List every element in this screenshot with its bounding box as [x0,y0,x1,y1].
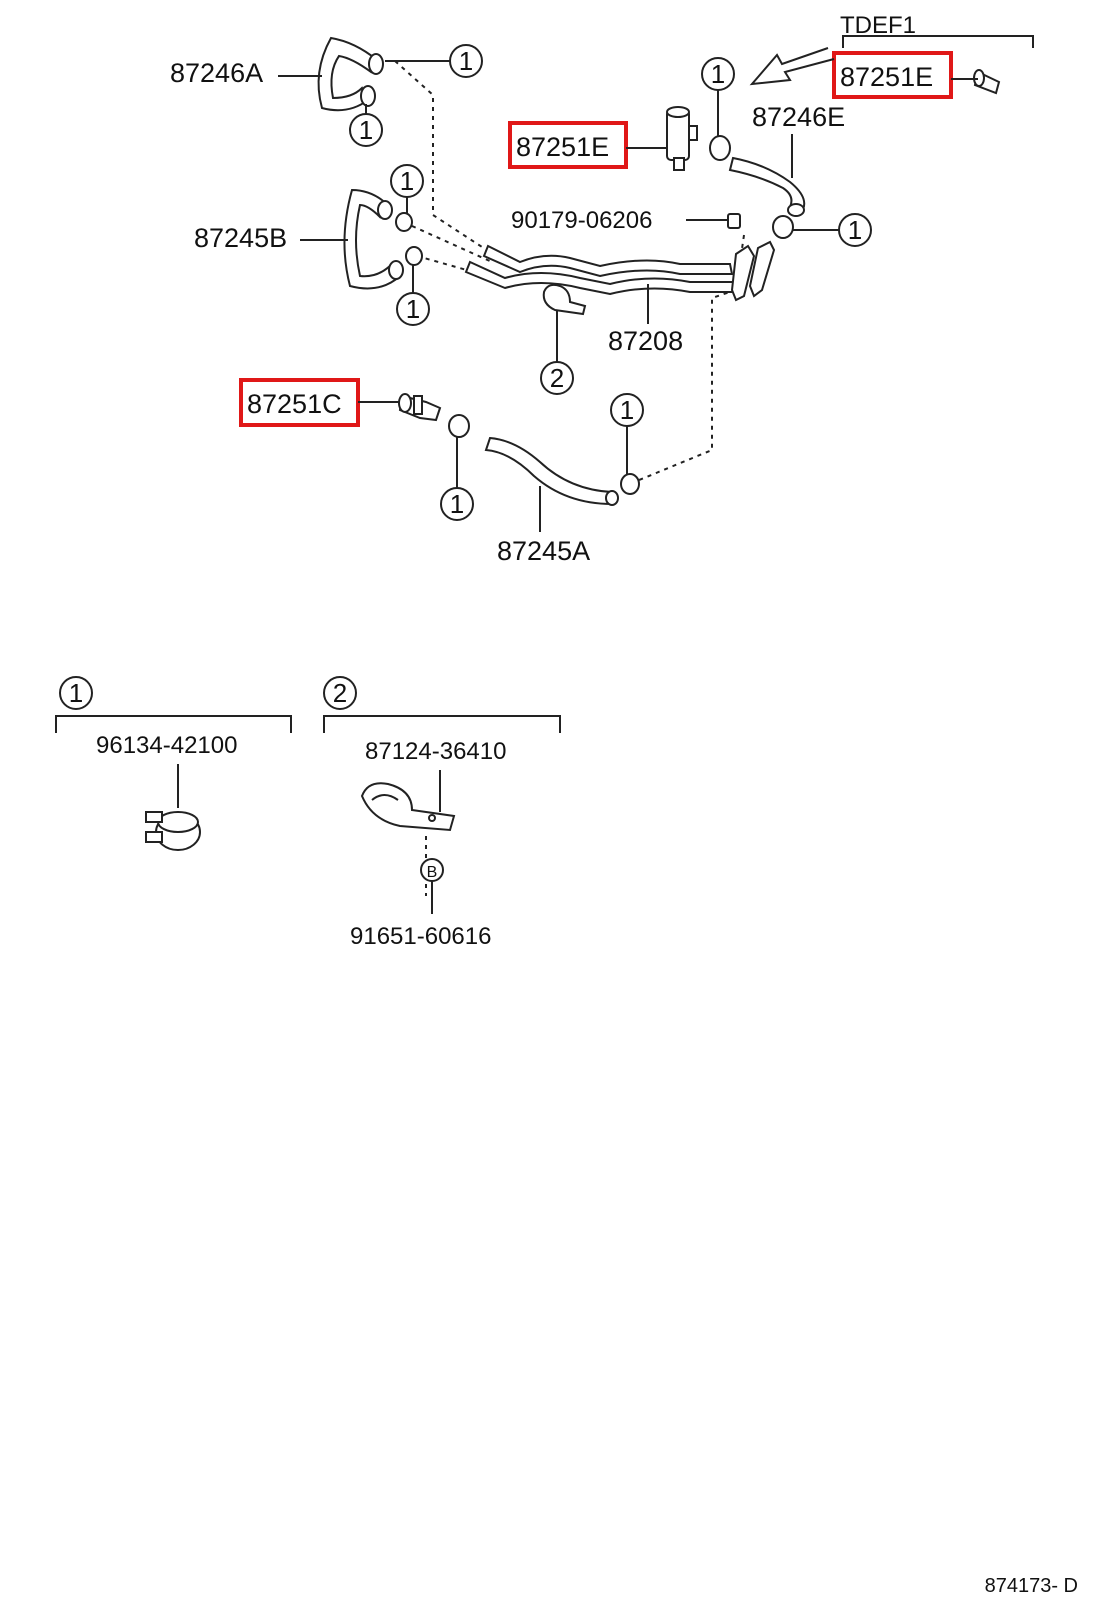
svg-text:2: 2 [333,678,347,708]
legend-clip: 1 96134-42100 [55,676,292,851]
svg-text:1: 1 [459,46,473,76]
callout-1: 1 [396,265,430,326]
legend-clamp-part: 87124-36410 [365,738,506,765]
svg-text:87245A: 87245A [497,536,590,566]
routing-lines [394,60,745,896]
label-87245B: 87245B [194,223,348,253]
group-label: TDEF1 [840,12,916,39]
svg-text:1: 1 [400,166,414,196]
label-87245A: 87245A [497,486,590,566]
clamp-87124-36410[interactable] [360,782,456,832]
svg-text:1: 1 [359,115,373,145]
label-87251E-mid[interactable]: 87251E [508,121,667,169]
svg-text:1: 1 [450,489,464,519]
callout-1: 1 [390,164,424,213]
pipe-clamp[interactable] [542,283,587,316]
callout-1: 1 [793,213,872,247]
label-87251C[interactable]: 87251C [239,378,400,427]
svg-text:1: 1 [406,294,420,324]
callout-1: 1 [701,57,735,136]
hose-clip[interactable] [395,212,423,266]
legend-clamp: 2 87124-36410 B 91651-60616 [323,676,561,950]
svg-text:87251C: 87251C [247,389,342,419]
clip-96134-42100[interactable] [145,811,201,851]
valve-87251C[interactable] [398,393,442,422]
svg-text:90179-06206: 90179-06206 [511,207,652,234]
svg-text:1: 1 [620,395,634,425]
svg-text:87245B: 87245B [194,223,287,253]
diagram-id: 874173- D [985,1575,1078,1597]
svg-text:2: 2 [550,363,564,393]
pointer-arrow [749,47,835,86]
group-header: TDEF1 [840,12,1034,48]
label-87246A: 87246A [170,58,322,88]
hose-87245A[interactable] [484,436,619,506]
svg-text:1: 1 [711,59,725,89]
label-87208: 87208 [608,284,683,356]
hose-87246E[interactable] [728,156,806,217]
valve-87251E-top[interactable] [973,69,1001,95]
label-90179-06206: 90179-06206 [511,207,728,234]
highlight-box [508,121,628,169]
callout-1: 1 [440,437,474,521]
hose-clip[interactable] [709,135,731,161]
hose-clip[interactable] [772,215,794,239]
valve-87251E-mid[interactable] [666,106,698,171]
hose-87245B[interactable] [343,188,404,290]
highlight-box [832,51,953,99]
legend-clip-part: 96134-42100 [96,732,237,759]
hose-87246A[interactable] [317,36,384,112]
callout-1: 1 [349,104,383,147]
callout-1: 1 [385,44,483,78]
svg-text:1: 1 [69,678,83,708]
callout-1: 1 [610,393,644,474]
hose-clip[interactable] [448,414,640,495]
svg-text:87246E: 87246E [752,102,845,132]
svg-text:87208: 87208 [608,326,683,356]
callout-2: 2 [540,310,574,395]
legend-bolt-part: 91651-60616 [350,923,491,950]
svg-text:1: 1 [848,215,862,245]
label-87246E: 87246E [752,102,845,178]
svg-text:87251E: 87251E [840,62,933,92]
pipe-87208[interactable] [464,240,776,302]
svg-text:87251E: 87251E [516,132,609,162]
label-87251E-top[interactable]: 87251E [832,51,978,99]
svg-text:B: B [427,864,438,881]
nut-90179-06206[interactable] [727,213,741,229]
svg-text:87246A: 87246A [170,58,263,88]
